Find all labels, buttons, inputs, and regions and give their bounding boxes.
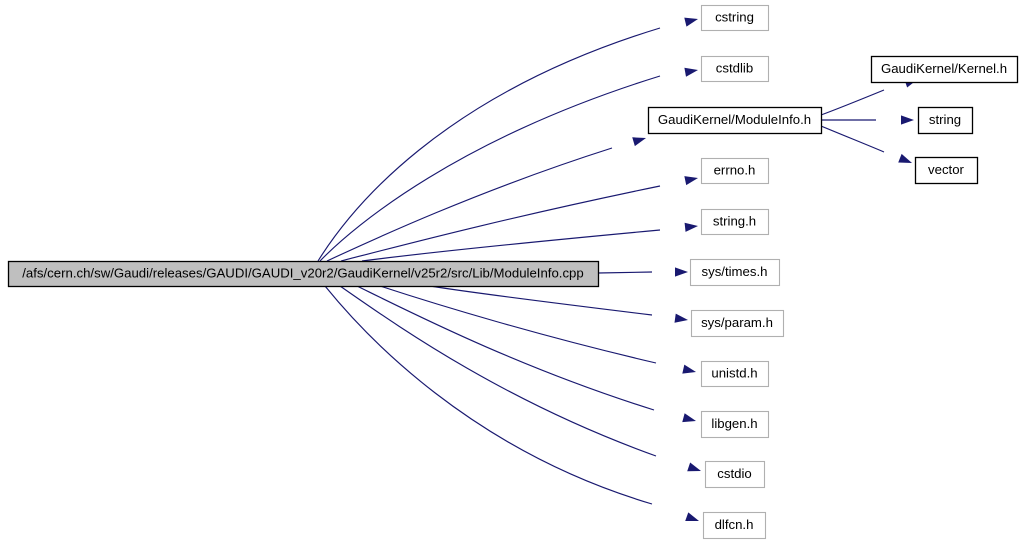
- edge-line: [326, 147, 613, 262]
- edge-line: [361, 229, 661, 262]
- node-box[interactable]: [870, 55, 1019, 84]
- edge-root-to-cstdio: [339, 285, 701, 472]
- node-label: GaudiKernel/ModuleInfo.h: [658, 112, 811, 127]
- node-box[interactable]: [700, 55, 770, 83]
- graph-node-libgen[interactable]: libgen.h: [700, 410, 770, 439]
- node-label: GaudiKernel/Kernel.h: [881, 61, 1007, 76]
- arrow-head-icon: [682, 364, 696, 374]
- node-box[interactable]: [700, 208, 770, 236]
- node-label: vector: [928, 162, 965, 177]
- edge-line: [820, 89, 885, 116]
- graph-node-cstring[interactable]: cstring: [700, 4, 770, 32]
- graph-node-sysparam[interactable]: sys/param.h: [690, 309, 785, 338]
- node-label: sys/param.h: [701, 315, 773, 330]
- edge-line: [379, 285, 657, 364]
- node-label: cstring: [715, 9, 754, 24]
- node-label: unistd.h: [711, 365, 757, 380]
- edge-root-to-moduleinfo: [326, 137, 646, 262]
- edge-root-to-cstring: [317, 17, 698, 262]
- node-label: string.h: [713, 213, 756, 228]
- edge-moduleinfo-to-kernel: [820, 78, 918, 116]
- node-label: cstdlib: [716, 60, 753, 75]
- edge-line: [356, 285, 655, 411]
- edge-moduleinfo-to-vector: [820, 125, 912, 163]
- graph-node-unistd[interactable]: unistd.h: [700, 360, 770, 388]
- edge-root-to-systimes: [597, 267, 688, 277]
- node-box[interactable]: [700, 360, 770, 388]
- node-box[interactable]: [704, 460, 766, 489]
- node-label: string: [929, 112, 961, 127]
- graph-node-systimes[interactable]: sys/times.h: [689, 258, 781, 287]
- edge-line: [429, 285, 653, 316]
- node-label: sys/times.h: [702, 264, 768, 279]
- node-box[interactable]: [700, 4, 770, 32]
- edge-root-to-cstdlib: [319, 67, 698, 262]
- edge-line: [324, 285, 653, 505]
- arrow-head-icon: [685, 512, 699, 521]
- node-label: dlfcn.h: [715, 517, 754, 532]
- graph-node-root[interactable]: /afs/cern.ch/sw/Gaudi/releases/GAUDI/GAU…: [7, 260, 600, 288]
- node-label: cstdio: [717, 466, 751, 481]
- node-box[interactable]: [647, 106, 823, 135]
- edge-line: [340, 185, 661, 262]
- graph-node-vector[interactable]: vector: [914, 156, 979, 185]
- node-box[interactable]: [914, 156, 979, 185]
- edges-layer: [317, 17, 918, 521]
- arrow-head-icon: [632, 137, 646, 147]
- node-label: libgen.h: [711, 416, 757, 431]
- edge-root-to-stringh: [361, 222, 698, 262]
- edge-root-to-sysparam: [429, 285, 688, 323]
- edge-root-to-errno: [340, 176, 698, 262]
- node-box[interactable]: [690, 309, 785, 338]
- graph-node-cstdlib[interactable]: cstdlib: [700, 55, 770, 83]
- arrow-head-icon: [684, 17, 698, 27]
- arrow-head-icon: [674, 267, 688, 277]
- edge-root-to-dlfcn: [324, 285, 699, 521]
- node-box[interactable]: [702, 511, 767, 540]
- node-label: errno.h: [714, 162, 756, 177]
- graph-node-string[interactable]: string: [917, 106, 974, 135]
- arrow-head-icon: [901, 115, 914, 125]
- arrow-head-icon: [687, 462, 701, 472]
- node-box[interactable]: [700, 157, 770, 185]
- arrow-head-icon: [684, 222, 698, 232]
- graph-node-stringh[interactable]: string.h: [700, 208, 770, 236]
- edge-root-to-unistd: [379, 285, 696, 374]
- node-box[interactable]: [700, 410, 770, 439]
- nodes-layer: /afs/cern.ch/sw/Gaudi/releases/GAUDI/GAU…: [7, 4, 1019, 540]
- edge-moduleinfo-to-string: [821, 115, 914, 125]
- arrow-head-icon: [898, 153, 912, 163]
- edge-line: [319, 75, 661, 262]
- arrow-head-icon: [674, 313, 688, 323]
- edge-line: [339, 285, 657, 457]
- node-box[interactable]: [917, 106, 974, 135]
- graph-node-moduleinfo[interactable]: GaudiKernel/ModuleInfo.h: [647, 106, 823, 135]
- arrow-head-icon: [684, 67, 698, 77]
- edge-line: [317, 27, 661, 262]
- node-label: /afs/cern.ch/sw/Gaudi/releases/GAUDI/GAU…: [22, 265, 583, 280]
- edge-line: [820, 125, 885, 153]
- graph-node-dlfcn[interactable]: dlfcn.h: [702, 511, 767, 540]
- arrow-head-icon: [684, 176, 698, 186]
- node-box[interactable]: [689, 258, 781, 287]
- arrow-head-icon: [682, 413, 696, 423]
- node-box[interactable]: [7, 260, 600, 288]
- edge-root-to-libgen: [356, 285, 696, 423]
- graph-node-cstdio[interactable]: cstdio: [704, 460, 766, 489]
- graph-node-errno[interactable]: errno.h: [700, 157, 770, 185]
- edge-line: [597, 271, 653, 274]
- graph-node-kernel[interactable]: GaudiKernel/Kernel.h: [870, 55, 1019, 84]
